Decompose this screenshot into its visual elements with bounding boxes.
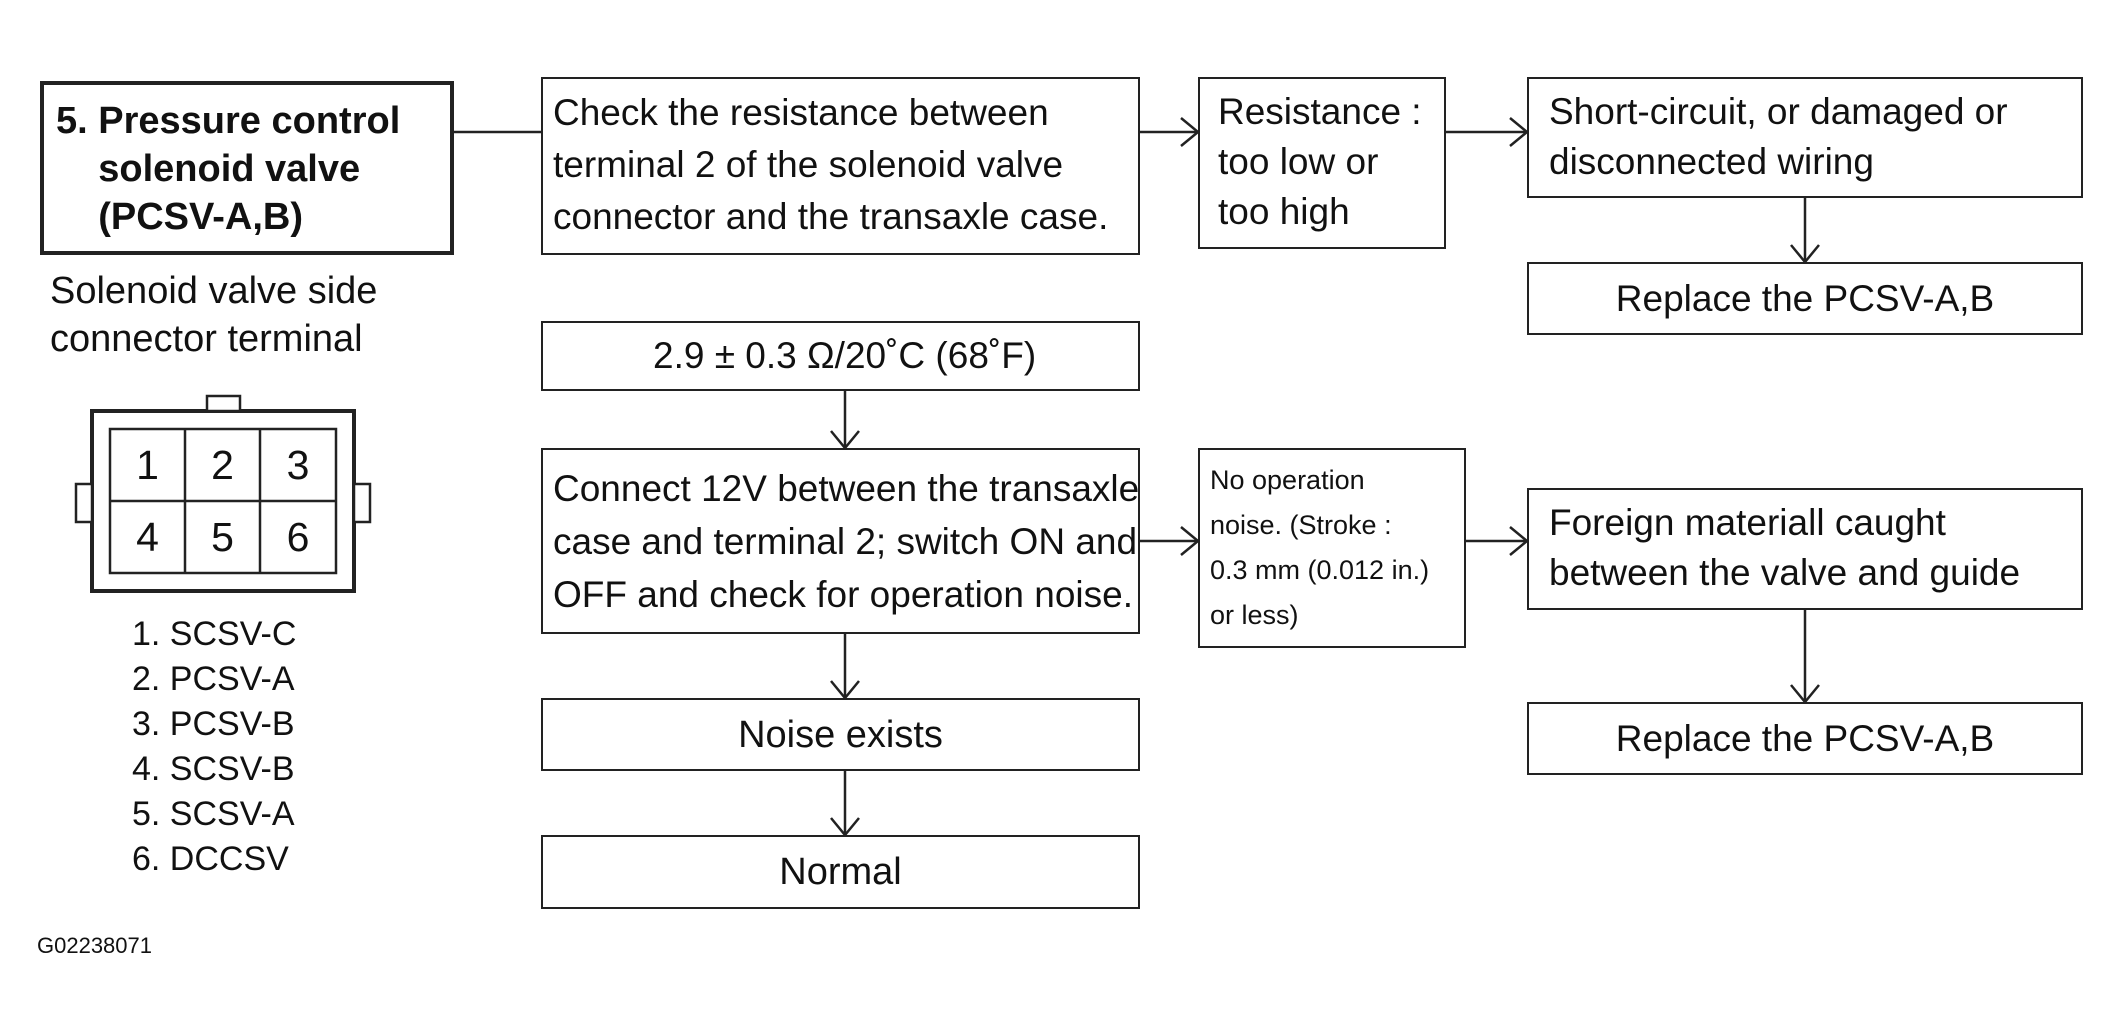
resistance-spec-text: 2.9 ± 0.3 Ω/20˚C (68˚F) [653, 335, 1037, 376]
check-resistance-box: Check the resistance between terminal 2 … [541, 77, 1140, 255]
title-box: 5. Pressure control solenoid valve (PCSV… [40, 81, 454, 255]
pin-legend-6: 6. DCCSV [132, 840, 289, 878]
pin-6: 6 [286, 513, 310, 560]
replace-pcsv-text-1: Replace the PCSV-A,B [1615, 278, 1995, 319]
noise-exists-text: Noise exists [738, 714, 943, 756]
pin-legend-4: 4. SCSV-B [132, 750, 295, 788]
pin-4: 4 [136, 513, 159, 560]
title-text: 5. Pressure control solenoid valve (PCSV… [56, 100, 401, 238]
replace-pcsv-box-2: Replace the PCSV-A,B [1527, 702, 2083, 775]
no-noise-text: No operation noise. (Stroke : 0.3 mm (0.… [1210, 465, 1430, 630]
wiring-fault-box: Short-circuit, or damaged or disconnecte… [1527, 77, 2083, 198]
pin-legend-1: 1. SCSV-C [132, 615, 297, 653]
check-resistance-text: Check the resistance between terminal 2 … [553, 92, 1109, 237]
replace-pcsv-text-2: Replace the PCSV-A,B [1615, 718, 1995, 759]
normal-text: Normal [779, 851, 902, 893]
pin-5: 5 [211, 513, 234, 560]
foreign-material-text: Foreign materiall caught between the val… [1549, 502, 2021, 593]
pin-3: 3 [286, 441, 310, 488]
normal-box: Normal [541, 835, 1140, 909]
replace-pcsv-box-1: Replace the PCSV-A,B [1527, 262, 2083, 335]
foreign-material-box: Foreign materiall caught between the val… [1527, 488, 2083, 610]
pin-2: 2 [211, 441, 234, 488]
pin-legend-3: 3. PCSV-B [132, 705, 295, 743]
connect-12v-box: Connect 12V between the transaxle case a… [541, 448, 1140, 634]
no-noise-box: No operation noise. (Stroke : 0.3 mm (0.… [1198, 448, 1466, 648]
resistance-fault-box: Resistance : too low or too high [1198, 77, 1446, 249]
noise-exists-box: Noise exists [541, 698, 1140, 771]
wiring-fault-text: Short-circuit, or damaged or disconnecte… [1549, 91, 2008, 182]
resistance-fault-text: Resistance : too low or too high [1218, 91, 1422, 232]
connect-12v-text: Connect 12V between the transaxle case a… [553, 468, 1140, 615]
pin-legend-5: 5. SCSV-A [132, 795, 295, 833]
pin-1: 1 [136, 441, 159, 488]
pin-legend-2: 2. PCSV-A [132, 660, 295, 698]
connector-caption: Solenoid valve side connector terminal [50, 270, 378, 360]
figure-id: G02238071 [37, 933, 152, 958]
resistance-spec-box: 2.9 ± 0.3 Ω/20˚C (68˚F) [541, 321, 1140, 391]
